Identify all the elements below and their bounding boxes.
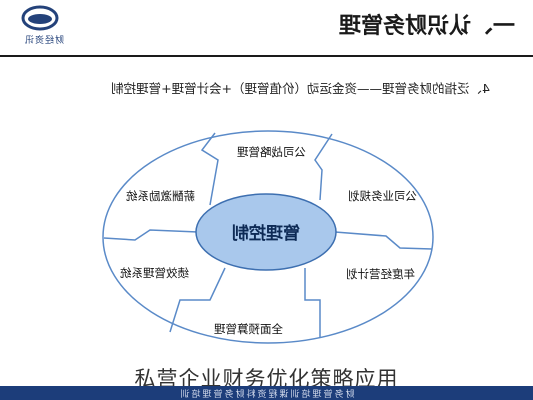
- divider-bottom-right: [304, 268, 321, 337]
- company-logo: [21, 5, 59, 31]
- segment-label-compensation: 薪酬激励系统: [126, 189, 195, 203]
- segment-label-strategy: 公司战略管理: [237, 145, 306, 159]
- divider-bottom-left: [169, 267, 226, 333]
- segment-label-performance: 绩效管理系统: [120, 266, 189, 280]
- header-divider: [0, 55, 533, 57]
- center-label: 管理控制: [232, 224, 300, 244]
- center-ellipse: [195, 193, 337, 271]
- segment-label-business-plan: 公司业务规划: [348, 189, 417, 203]
- divider-left: [103, 229, 199, 241]
- footer-band: [0, 386, 533, 400]
- segment-label-annual-plan: 年度经营计划: [346, 267, 415, 281]
- footer-text: 财务管理培训课程资料财务管理培训: [178, 390, 355, 400]
- outer-ring: [102, 130, 434, 344]
- divider-top-right: [314, 133, 333, 201]
- segment-label-budget: 全面预算管理: [214, 322, 283, 336]
- divider-right: [334, 231, 433, 250]
- divider-top-left: [200, 132, 219, 206]
